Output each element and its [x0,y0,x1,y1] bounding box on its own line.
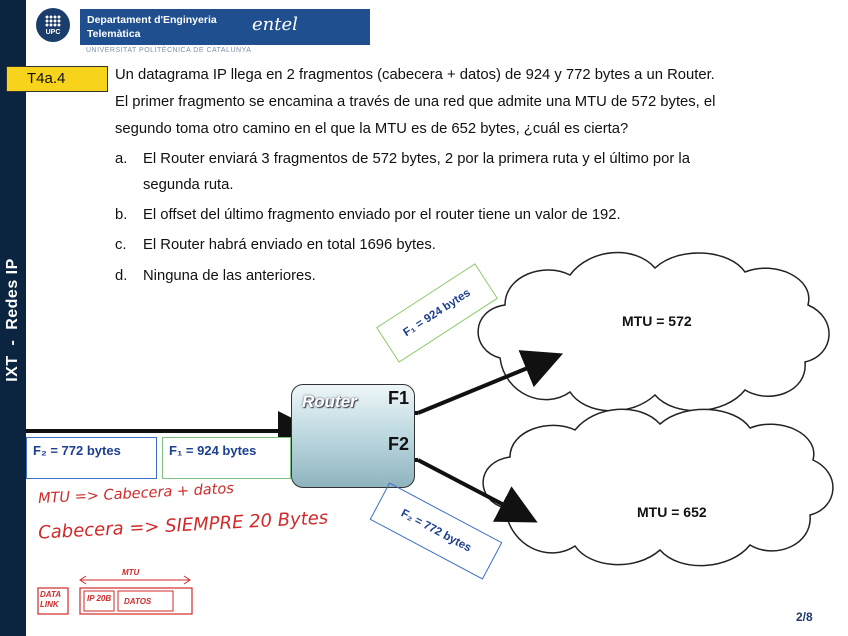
input-fragment-1: F₁ = 924 bytes [162,437,291,479]
page-number: 2/8 [796,610,813,624]
cloud2-label: MTU = 652 [637,504,707,520]
port-f2: F2 [388,434,409,455]
router-label: Router [302,392,357,412]
input-fragment-2: F₂ = 772 bytes [26,437,157,479]
cloud-mtu-652 [483,409,833,565]
cloud-mtu-572 [478,253,829,411]
cloud1-label: MTU = 572 [622,313,692,329]
handwritten-sketch: MTU DATA LINK IP 20B DATOS [36,566,196,622]
port-f1: F1 [388,388,409,409]
